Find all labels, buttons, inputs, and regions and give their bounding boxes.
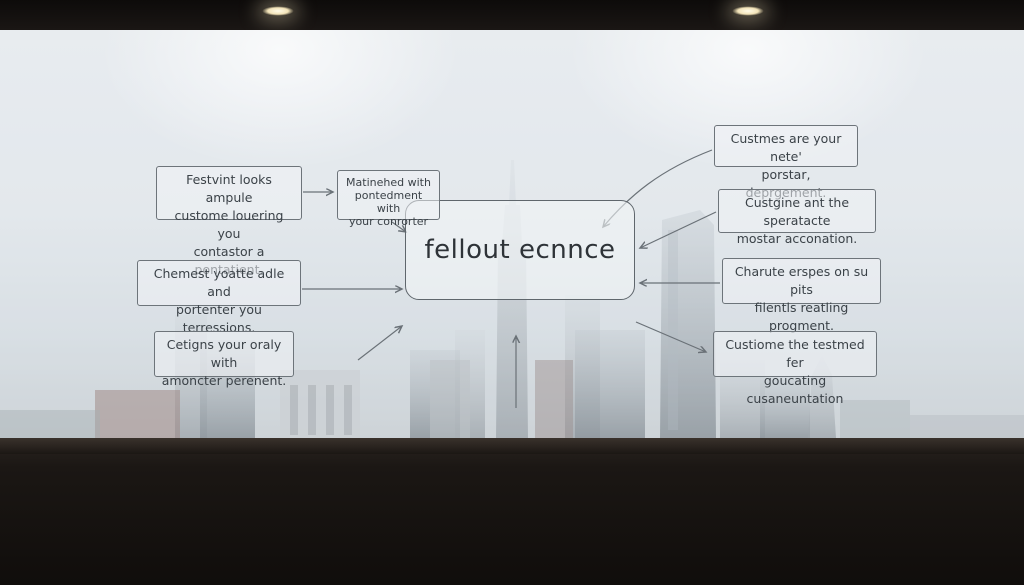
arrow-right-2-to-center [640, 211, 717, 248]
arrow-top-mid-to-center [391, 221, 406, 232]
arrow-bottom-left-to-center [357, 326, 402, 361]
node-right-3: Charute erspes on su pits filentls reatl… [722, 258, 881, 333]
spotlight-right [732, 6, 764, 16]
ceiling [0, 0, 1024, 30]
node-top-right: Custmes are your nete' porstar, deprgeme… [714, 125, 858, 200]
central-node-title: fellout ecnnce [424, 235, 616, 265]
node-top-left: Festvint looks ampule custome louering y… [156, 166, 302, 277]
connector-arrows [302, 149, 720, 408]
node-top-mid: Matinehed with pontedment with your conr… [337, 170, 440, 228]
stage-floor [0, 438, 1024, 585]
node-mid-left: Chemest yoatte adle and portenter you te… [137, 260, 301, 335]
node-bottom-left: Cetigns your oraly with amoncter perenen… [154, 331, 294, 388]
node-bottom-right: Custiome the testmed fer goucating cusan… [713, 331, 877, 406]
spotlight-left [262, 6, 294, 16]
central-node: fellout ecnnce [405, 200, 635, 300]
arrow-center-to-bottom-right [635, 321, 706, 352]
node-right-2: Custgine ant the speratacte mostar accon… [718, 189, 876, 246]
screen-bottom-edge [0, 438, 1024, 454]
